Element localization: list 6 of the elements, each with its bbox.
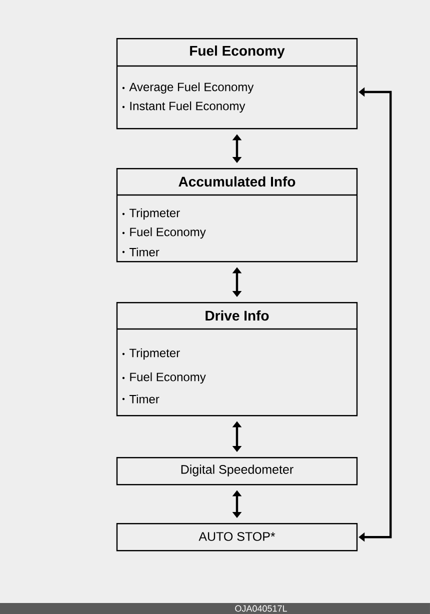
menu-box: Accumulated Info Tripmeter Fuel Economy Timer — [116, 168, 358, 262]
menu-box: AUTO STOP* — [116, 523, 358, 552]
menu-box: Drive Info Tripmeter Fuel Economy Timer — [116, 302, 358, 416]
menu-box: Digital Speedometer — [116, 457, 358, 486]
menu-box: Fuel Economy Average Fuel Economy Instant Fuel Economy — [116, 38, 358, 130]
footer-bar: OJA040517L — [0, 603, 430, 614]
